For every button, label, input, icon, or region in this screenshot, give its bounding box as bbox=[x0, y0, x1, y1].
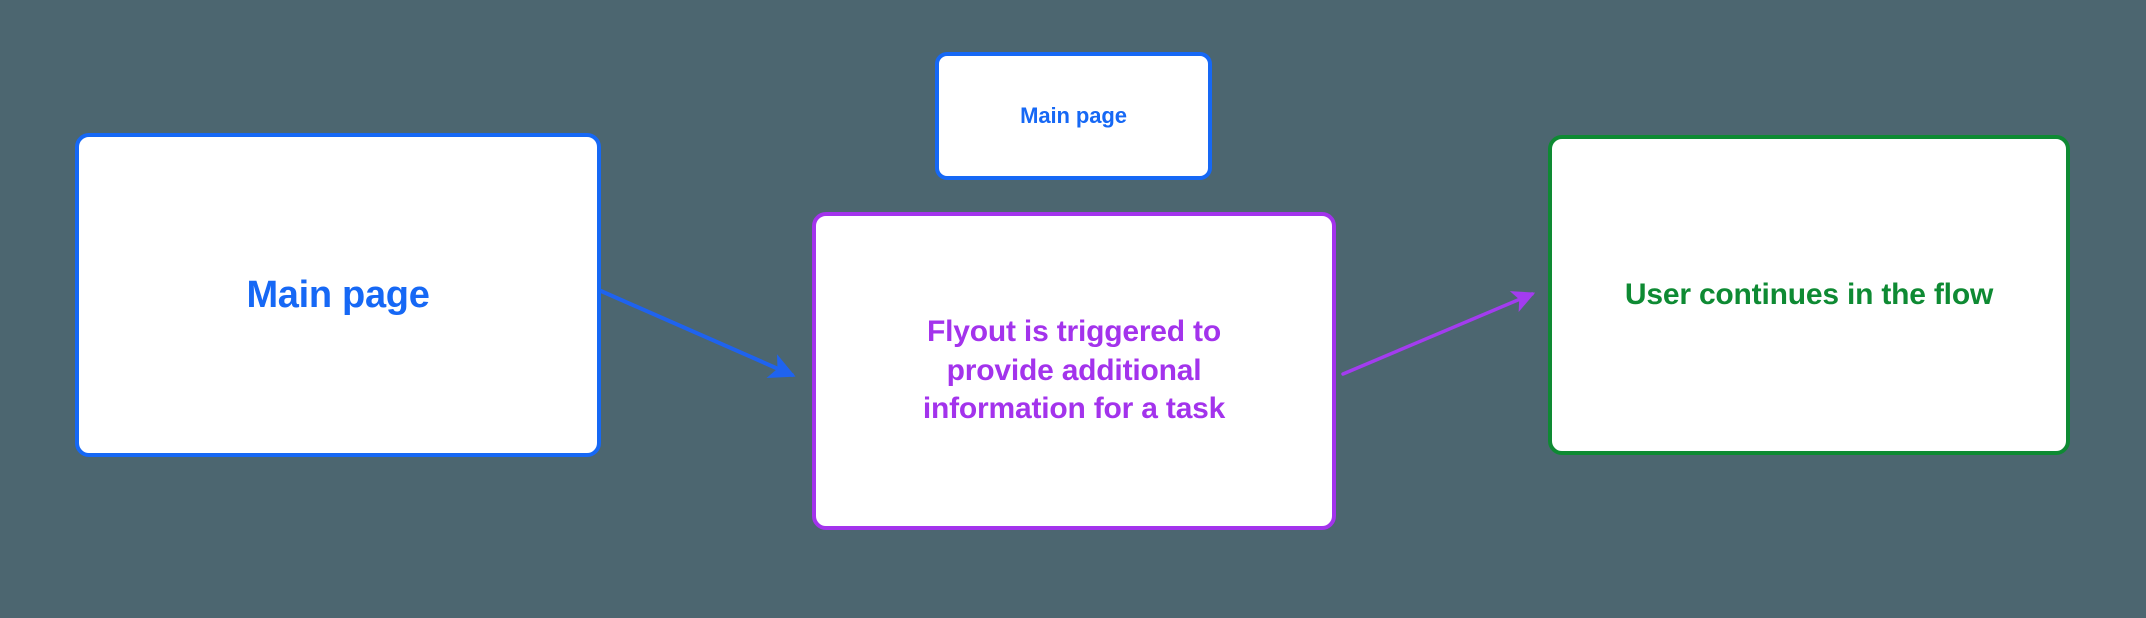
node-main-page-small-label: Main page bbox=[1020, 102, 1127, 128]
node-main-page-small[interactable]: Main page bbox=[935, 52, 1212, 180]
node-flyout-label: Flyout is triggered to provide additiona… bbox=[922, 315, 1226, 426]
node-outcome[interactable]: User continues in the flow bbox=[1548, 135, 2070, 455]
node-flyout[interactable]: Flyout is triggered to provide additiona… bbox=[812, 212, 1336, 530]
node-main-page-large-label: Main page bbox=[246, 273, 430, 316]
connector-flyout-to-outcome bbox=[1341, 291, 1536, 376]
connector-main-page-to-flyout bbox=[599, 289, 796, 379]
node-main-page-large[interactable]: Main page bbox=[75, 133, 601, 457]
node-outcome-label: User continues in the flow bbox=[1624, 277, 1994, 311]
